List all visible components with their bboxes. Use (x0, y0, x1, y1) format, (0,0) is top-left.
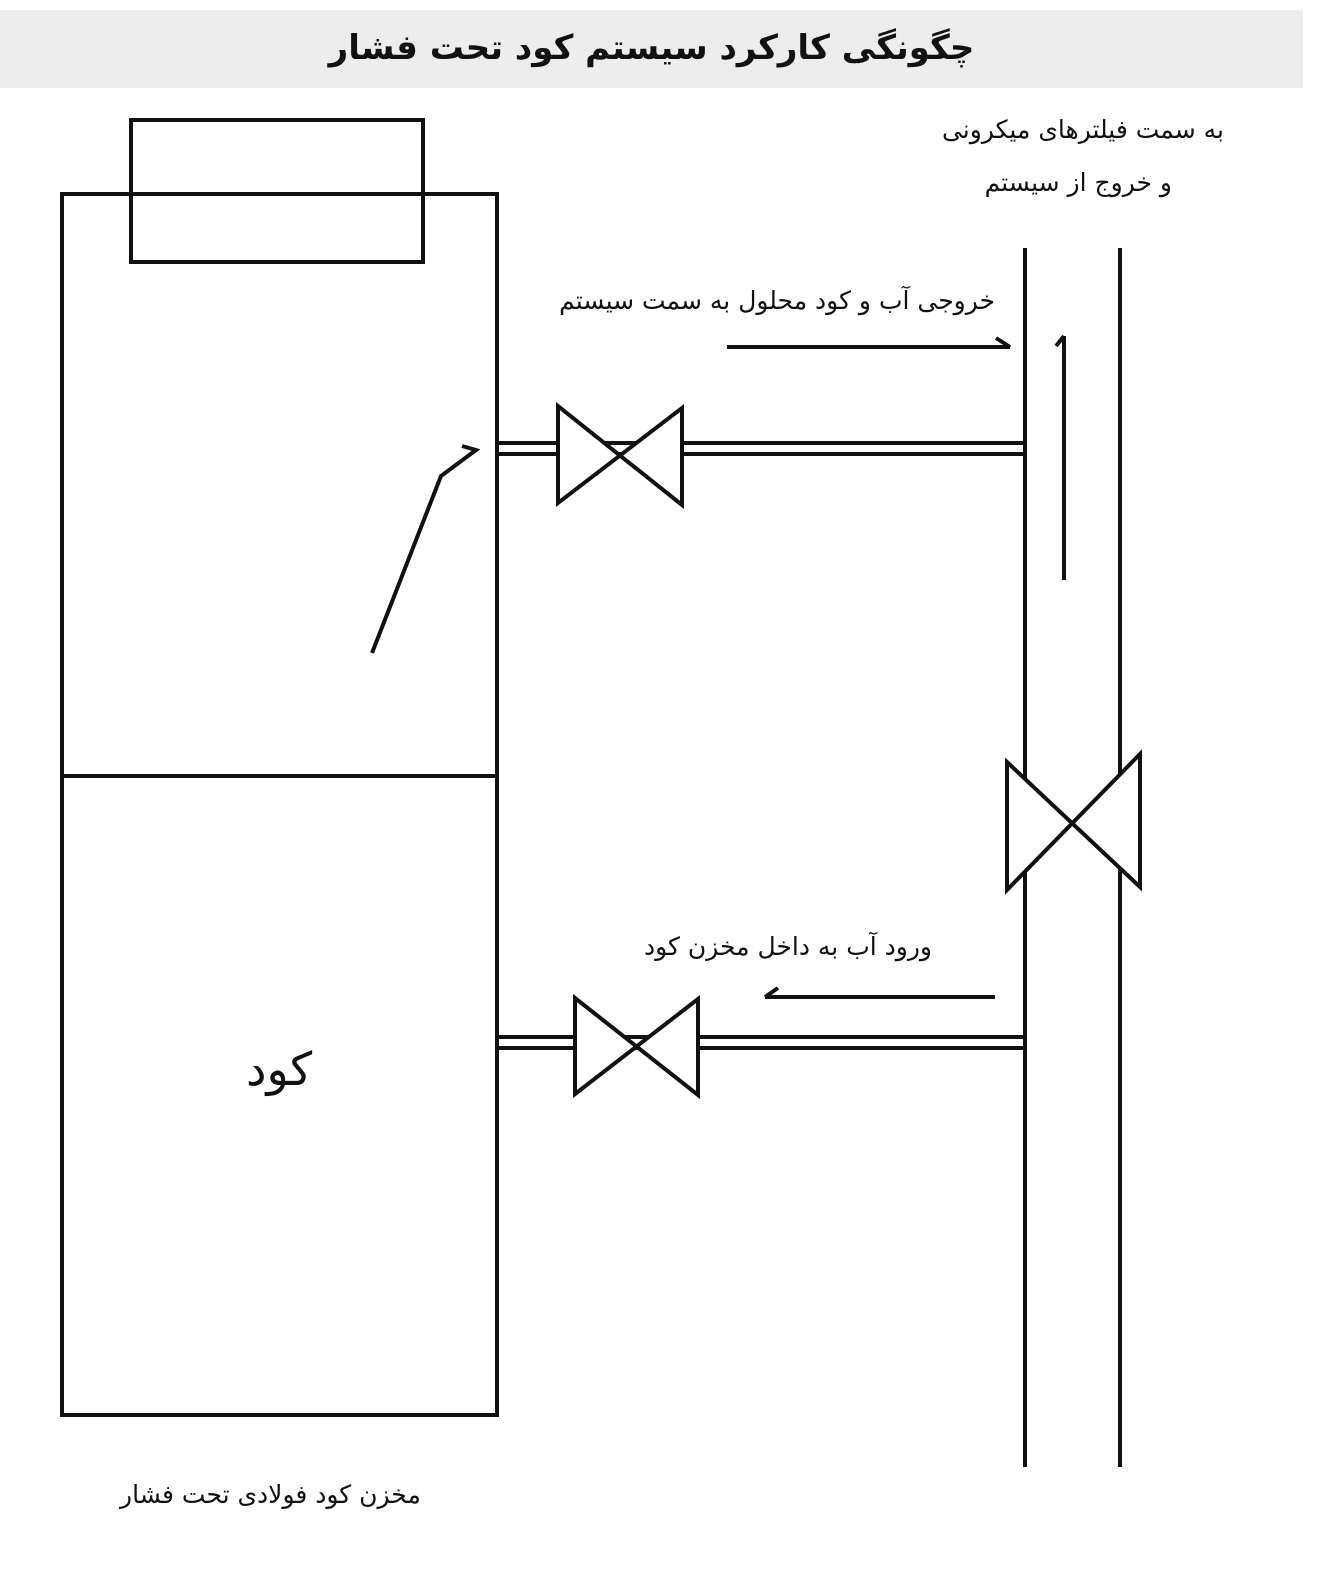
dip-tube (370, 444, 481, 654)
lower-valve-icon (573, 993, 700, 1100)
tank-label: مخزن کود فولادی تحت فشار (120, 1480, 421, 1509)
upper-valve-icon (556, 401, 684, 510)
outflow-arrow-icon (727, 336, 1012, 349)
tank-body (60, 192, 499, 1417)
main-valve-icon (1005, 749, 1142, 895)
outlet-label-line2: و خروج از سیستم (984, 168, 1172, 197)
fertilizer-label: کود (246, 1042, 313, 1096)
flow-up-arrow-tip (1054, 334, 1066, 348)
page-title: چگونگی کارکرد سیستم کود تحت فشار (328, 28, 975, 68)
inflow-label: ورود آب به داخل مخزن کود (643, 932, 932, 961)
inflow-arrow-icon (763, 986, 995, 999)
tank-lid (129, 118, 425, 264)
outflow-label: خروجی آب و کود محلول به سمت سیستم (559, 286, 995, 315)
title-bar: چگونگی کارکرد سیستم کود تحت فشار (0, 10, 1303, 88)
outlet-label-line1: به سمت فیلترهای میکرونی (941, 115, 1224, 144)
